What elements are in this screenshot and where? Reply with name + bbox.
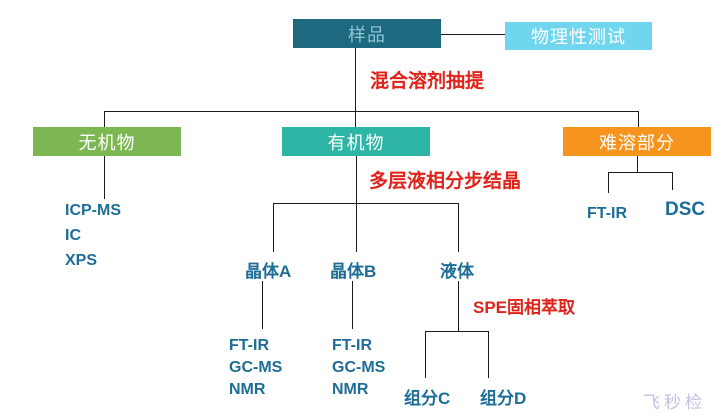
- node-organic-label: 有机物: [327, 132, 385, 153]
- connector-to-fraction-c: [425, 331, 426, 378]
- node-insoluble: 难溶部分: [563, 127, 711, 156]
- method-item: IC: [65, 227, 81, 244]
- method-item: XPS: [65, 252, 98, 269]
- method-item: FT-IR: [229, 337, 269, 354]
- watermark-text: 飞秒检测: [643, 393, 706, 412]
- connector-to-crystal-a: [273, 203, 274, 252]
- connector-sample-physical: [441, 34, 505, 35]
- connector-insoluble-branch: [608, 172, 672, 173]
- method-item: NMR: [229, 381, 266, 398]
- connector-to-crystal-b: [356, 203, 357, 252]
- node-inorganic: 无机物: [33, 127, 181, 156]
- connector-inorganic-methods: [104, 156, 105, 199]
- crystal-b-methods-list: FT-IR GC-MS NMR: [332, 335, 385, 401]
- connector-crystal-branch: [273, 203, 458, 204]
- leaf-crystal-b: 晶体B: [330, 262, 377, 281]
- method-item: FT-IR: [332, 337, 372, 354]
- connector-sample-stem: [355, 48, 356, 127]
- connector-to-liquid: [458, 203, 459, 252]
- leaf-fraction-d: 组分D: [480, 389, 527, 408]
- crystal-a-methods-list: FT-IR GC-MS NMR: [229, 335, 282, 401]
- method-item: NMR: [332, 381, 369, 398]
- insoluble-method-dsc: DSC: [665, 199, 706, 220]
- connector-insoluble-stem: [637, 156, 638, 173]
- method-item: ICP-MS: [65, 202, 121, 219]
- connector-crystal-a-methods: [262, 281, 263, 329]
- inorganic-methods-list: ICP-MS IC XPS: [65, 198, 121, 273]
- connector-liquid-stem: [458, 281, 459, 331]
- connector-to-insoluble-dsc: [672, 172, 673, 190]
- node-physical-test-label: 物理性测试: [531, 27, 626, 47]
- node-insoluble-label: 难溶部分: [599, 132, 675, 153]
- connector-to-insoluble-ftir: [608, 172, 609, 193]
- node-sample: 样品: [293, 19, 441, 48]
- process-label-extraction: 混合溶剂抽提: [370, 71, 485, 92]
- connector-organic-stem: [356, 156, 357, 203]
- connector-to-insoluble: [638, 111, 639, 127]
- process-label-spe: SPE固相萃取: [473, 298, 576, 317]
- node-sample-label: 样品: [348, 24, 386, 45]
- leaf-crystal-a: 晶体A: [245, 262, 292, 281]
- process-label-crystallization: 多层液相分步结晶: [369, 171, 522, 192]
- method-item: GC-MS: [229, 359, 283, 376]
- leaf-liquid: 液体: [440, 262, 474, 281]
- insoluble-method-ftir: FT-IR: [587, 205, 627, 222]
- node-physical-test: 物理性测试: [505, 22, 652, 50]
- connector-fraction-branch: [425, 331, 489, 332]
- leaf-fraction-c: 组分C: [404, 389, 451, 408]
- node-organic: 有机物: [282, 127, 430, 156]
- connector-crystal-b-methods: [352, 281, 353, 329]
- connector-to-inorganic: [104, 111, 105, 127]
- connector-main-branch: [104, 111, 639, 112]
- connector-to-fraction-d: [488, 331, 489, 378]
- method-item: GC-MS: [332, 359, 386, 376]
- node-inorganic-label: 无机物: [78, 132, 136, 153]
